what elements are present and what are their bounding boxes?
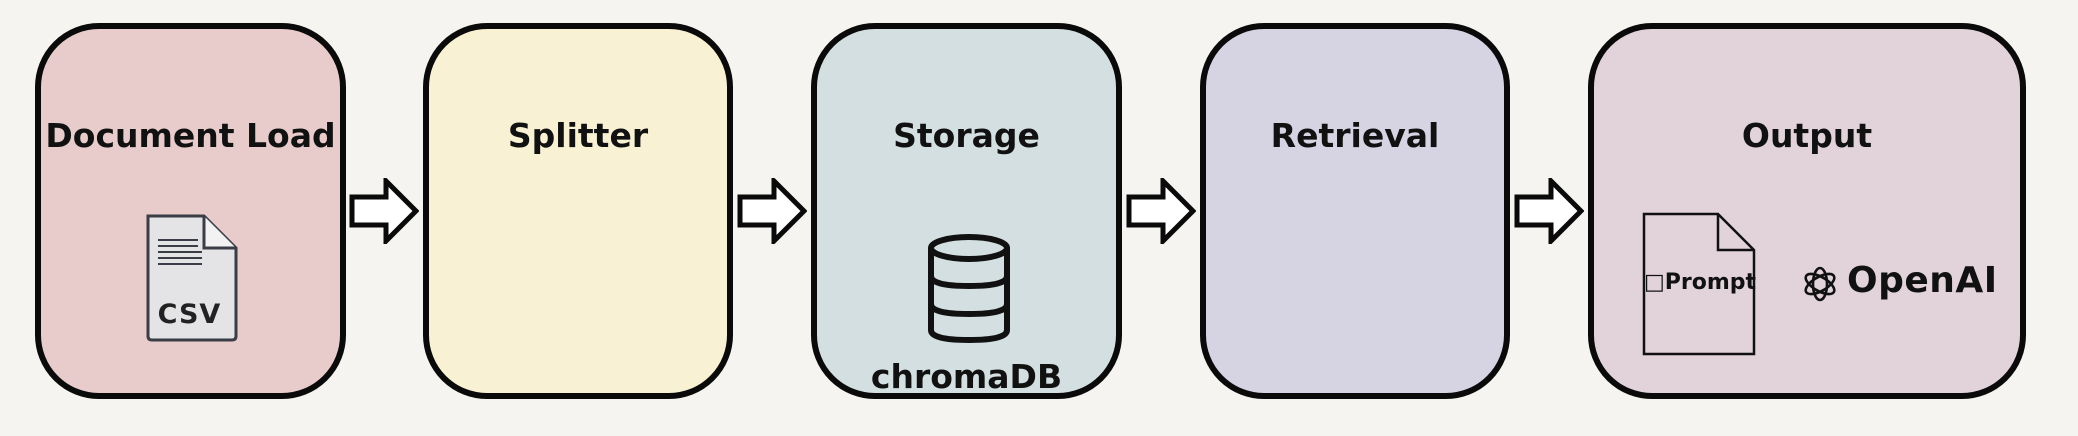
stage-title: Retrieval <box>1270 116 1440 155</box>
stage-splitter: Splitter <box>423 23 733 399</box>
openai-label: OpenAI <box>1847 260 1998 301</box>
stage-title: Storage <box>893 116 1040 155</box>
prompt-document-icon <box>1642 212 1756 356</box>
csv-file-icon <box>146 214 238 342</box>
stage-storage: Storage chromaDB <box>811 23 1122 399</box>
arrow-right-icon <box>737 178 807 244</box>
arrow-right-icon <box>349 178 419 244</box>
openai-logo-icon <box>1804 266 1836 302</box>
stage-title: Splitter <box>507 116 649 155</box>
database-icon <box>928 234 1010 344</box>
stage-title: Document Load <box>45 116 336 155</box>
arrow-right-icon <box>1126 178 1196 244</box>
stage-document-load: Document Load CSV <box>35 23 346 399</box>
stage-output: Output □Prompt OpenAI <box>1588 23 2026 399</box>
stage-retrieval: Retrieval <box>1200 23 1510 399</box>
csv-label: CSV <box>157 299 222 330</box>
arrow-right-icon <box>1514 178 1584 244</box>
stage-title: Output <box>1741 116 1873 155</box>
prompt-label: □Prompt <box>1644 270 1757 295</box>
database-label: chromaDB <box>870 357 1063 396</box>
